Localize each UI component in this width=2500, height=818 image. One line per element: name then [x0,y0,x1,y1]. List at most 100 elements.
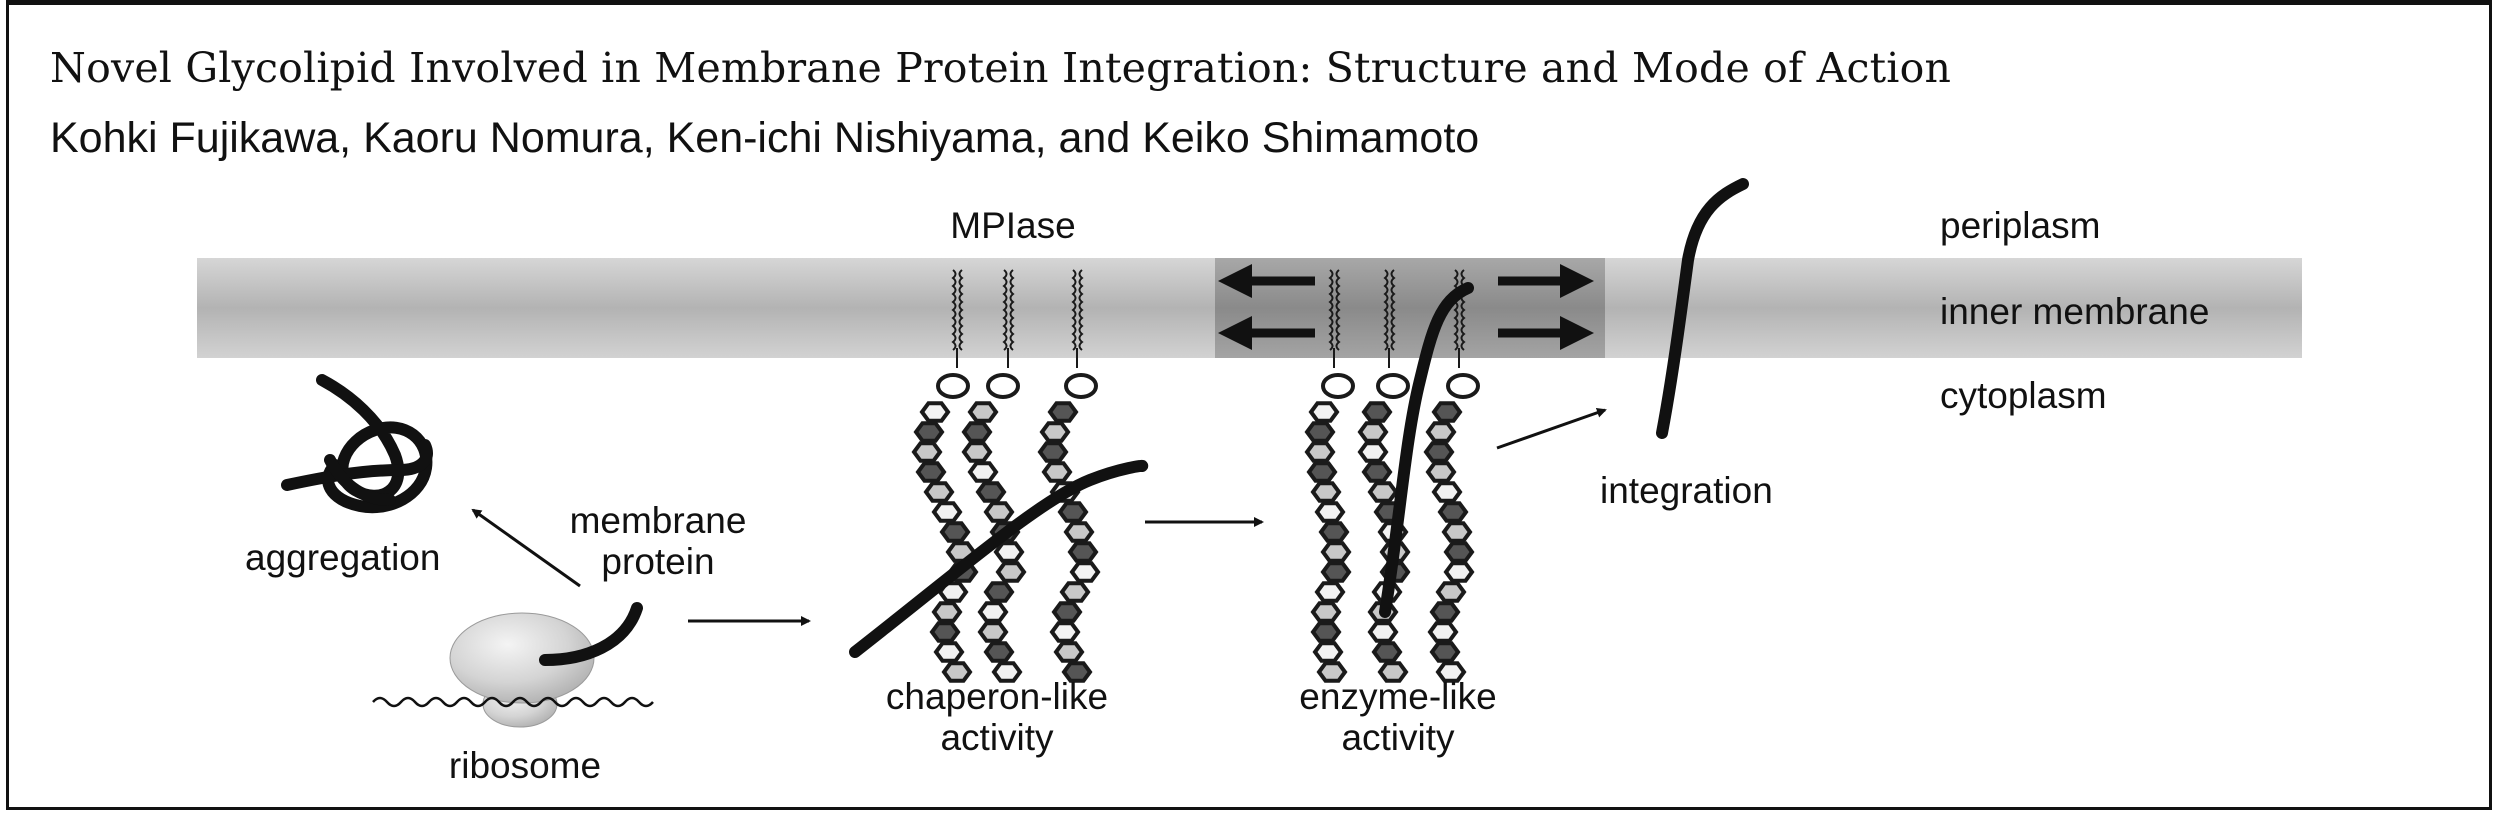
ribosome [372,602,654,728]
sugar-residue [1310,481,1342,503]
sugar-residue [1318,521,1350,543]
inner-membrane-label: inner membrane [1940,291,2210,332]
sugar-residue [1320,561,1352,583]
sugar-residue [991,661,1023,683]
sugar-residue [961,441,993,463]
sugar-residue [1361,461,1393,483]
sugar-residue [1069,561,1101,583]
mplase-lipid-tails-left [951,269,1084,368]
sugar-residue [1367,621,1399,643]
sugar-residue [933,641,965,663]
sugar-residue [931,601,963,623]
sugar-residue [983,641,1015,663]
sugar-head [1376,373,1410,399]
chaperon-like-activity-label: chaperon-like activity [885,676,1109,759]
sugar-residue [1377,661,1409,683]
sugar-residue [1049,621,1081,643]
sugar-residue [1053,641,1085,663]
sugar-residue [975,481,1007,503]
sugar-head [1321,373,1355,399]
sugar-residue [1051,601,1083,623]
sugar-residue [1425,421,1457,443]
sugar-residue [993,541,1025,563]
sugar-residue [1425,461,1457,483]
sugar-residue [1310,601,1342,623]
sugar-residue [1435,581,1467,603]
sugar-residue [1429,641,1461,663]
sugar-residue [923,481,955,503]
lipid-tail [1460,269,1466,351]
nascent-protein [539,602,643,666]
sugar-residue [1316,661,1348,683]
sugar-residue [1061,661,1093,683]
sugar-residue [977,621,1009,643]
sugar-residue [967,461,999,483]
enzyme-like-activity-label: enzyme-like activity [1299,676,1497,759]
sugar-residue [983,501,1015,523]
lipid-tail [1002,269,1008,351]
sugar-residue [1314,581,1346,603]
sugar-residue [1367,481,1399,503]
lipid-tail [1328,269,1334,351]
lipid-tail [1390,269,1396,351]
lateral-diffusion-arrows [1218,264,1594,350]
mplase-lipid-tails-right [1328,269,1466,368]
sugar-residue [1047,401,1079,423]
sugar-residue [977,601,1009,623]
aggregated-protein [281,374,433,514]
figure-authors: Kohki Fujikawa, Kaoru Nomura, Ken-ichi N… [50,114,1480,162]
sugar-residue [941,661,973,683]
membrane-protein-label: membrane protein [569,500,747,583]
sugar-residue [915,461,947,483]
sugar-residue [1361,401,1393,423]
sugar-residue [1320,541,1352,563]
sugar-residue [1310,621,1342,643]
sugar-residue [1371,641,1403,663]
sugar-residue [1435,661,1467,683]
sugar-residue [1437,501,1469,523]
cytoplasm-label: cytoplasm [1940,375,2107,416]
lipid-tail [958,269,964,351]
sugar-residue [939,521,971,543]
sugar-residue [1063,521,1095,543]
figure-frame [6,0,2492,810]
sugar-residue [931,501,963,523]
periplasm-label: periplasm [1940,205,2101,246]
sugar-residue [961,421,993,443]
sugar-residue [1441,521,1473,543]
sugar-head [1446,373,1480,399]
sugar-residue [913,421,945,443]
lipid-tail [1078,269,1084,351]
sugar-residue [1429,601,1461,623]
figure-title: Novel Glycolipid Involved in Membrane Pr… [50,44,1952,92]
sugar-residue [995,561,1027,583]
sugar-residue [1059,581,1091,603]
sugar-residue [1314,501,1346,523]
sugar-residue [1308,401,1340,423]
integration-label: integration [1600,470,1773,511]
mplase-label: MPIase [950,205,1076,246]
lipid-tail [1453,269,1459,351]
protein-strand-chaperon [849,459,1149,658]
lipid-tail [1383,269,1389,351]
sugar-residue [1443,561,1475,583]
lipid-tail [951,269,957,351]
sugar-residue [1306,461,1338,483]
sugar-residue [929,621,961,643]
sugar-residue [919,401,951,423]
arrow-to-integration [1496,407,1607,450]
sugar-residue [1039,421,1071,443]
lipid-tail [1335,269,1341,351]
mplase-glycan-chains-left [911,373,1101,683]
sugar-residue [1431,481,1463,503]
sugar-residue [1304,441,1336,463]
sugar-residue [983,581,1015,603]
aggregation-label: aggregation [245,537,441,578]
membrane-highlight-region [1215,258,1605,358]
sugar-residue [1067,541,1099,563]
arrow-to-aggregation [471,508,581,588]
sugar-residue [1357,421,1389,443]
sugar-residue [1037,441,1069,463]
